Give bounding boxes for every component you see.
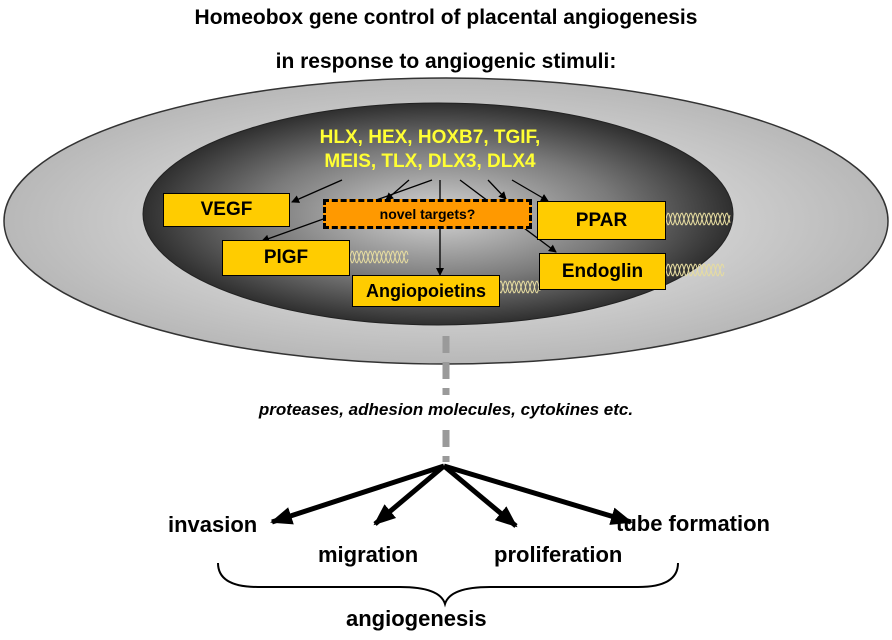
arrow-to-tube-formation (443, 463, 633, 525)
outcome-angiogenesis: angiogenesis (346, 606, 487, 631)
target-box-vegf: VEGF (163, 193, 290, 227)
outcome-tube-formation: tube formation (616, 511, 770, 536)
dna-strand-endoglin (665, 263, 725, 277)
dna-strand-pigf (349, 250, 409, 264)
arrow-to-novel (385, 179, 410, 201)
angiogenesis-brace (217, 562, 679, 608)
arrow-to-vegf (291, 179, 343, 203)
outcome-proliferation: proliferation (494, 542, 623, 567)
target-box-pigf: PlGF (222, 240, 350, 276)
arrow-to-novel-right (487, 179, 507, 200)
dna-strand-ppar (665, 212, 731, 226)
title-line-2: in response to angiogenic stimuli: (275, 50, 617, 73)
target-box-novel-targets: novel targets? (323, 199, 532, 229)
homeobox-genes-line-1: HLX, HEX, HOXB7, TGIF, (319, 127, 541, 148)
target-box-endoglin: Endoglin (539, 253, 666, 290)
arrow-to-invasion (270, 463, 445, 525)
outcome-invasion: invasion (168, 512, 258, 537)
arrow-to-migration (373, 464, 446, 526)
arrow-to-proliferation (442, 464, 518, 528)
outcome-migration: migration (318, 542, 419, 567)
target-box-ppar: PPAR (537, 201, 666, 240)
homeobox-genes-line-2: MEIS, TLX, DLX3, DLX4 (324, 151, 536, 172)
title-line-1: Homeobox gene control of placental angio… (194, 6, 698, 29)
target-box-angiopoietins: Angiopoietins (352, 275, 500, 307)
arrow-to-ppar (511, 179, 549, 202)
mediators-text: proteases, adhesion molecules, cytokines… (258, 400, 634, 419)
